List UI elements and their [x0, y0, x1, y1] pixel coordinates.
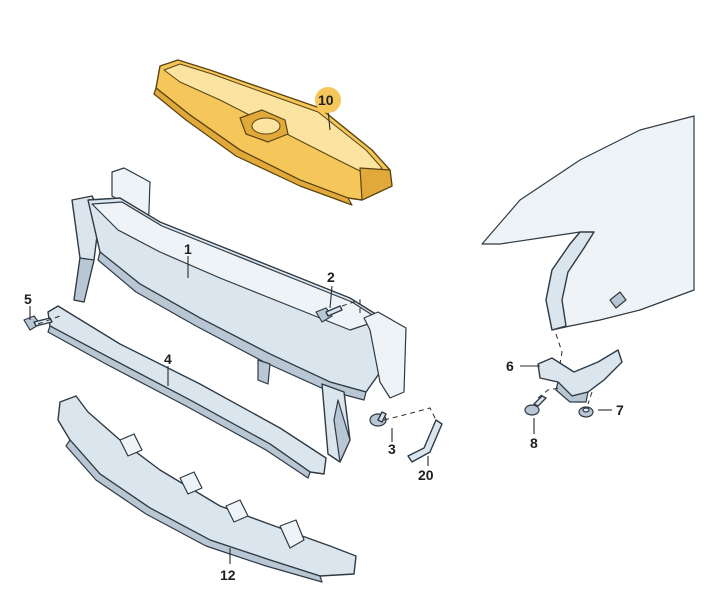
callout-4[interactable]: 4 [164, 351, 172, 367]
fender-context [481, 115, 695, 331]
part-10-air-guide[interactable] [153, 59, 393, 206]
part-3-screw[interactable] [369, 411, 387, 427]
part-8-screw[interactable] [524, 395, 547, 416]
callout-3[interactable]: 3 [388, 441, 396, 457]
callout-10[interactable]: 10 [318, 92, 334, 108]
callout-1[interactable]: 1 [184, 241, 192, 257]
callout-20[interactable]: 20 [418, 467, 434, 483]
callout-12[interactable]: 12 [220, 567, 236, 583]
part-4-strip[interactable] [47, 305, 327, 479]
callouts: 1 2 3 4 5 6 7 8 10 12 20 [24, 92, 624, 583]
part-6-bracket[interactable] [537, 349, 623, 403]
callout-2[interactable]: 2 [327, 269, 335, 285]
callout-8[interactable]: 8 [530, 435, 538, 451]
part-20-clip[interactable] [407, 419, 443, 463]
part-1-carrier[interactable] [71, 167, 407, 463]
part-2-screw[interactable] [315, 305, 343, 323]
assembly-lines [37, 299, 593, 421]
part-7-nut[interactable] [578, 406, 594, 418]
part-12-absorber[interactable] [57, 395, 357, 583]
callout-10-highlight [315, 87, 341, 113]
callout-5[interactable]: 5 [24, 291, 32, 307]
callout-6[interactable]: 6 [506, 358, 514, 374]
part-5-screw[interactable] [23, 315, 53, 331]
leader-lines [29, 109, 612, 564]
callout-7[interactable]: 7 [616, 402, 624, 418]
